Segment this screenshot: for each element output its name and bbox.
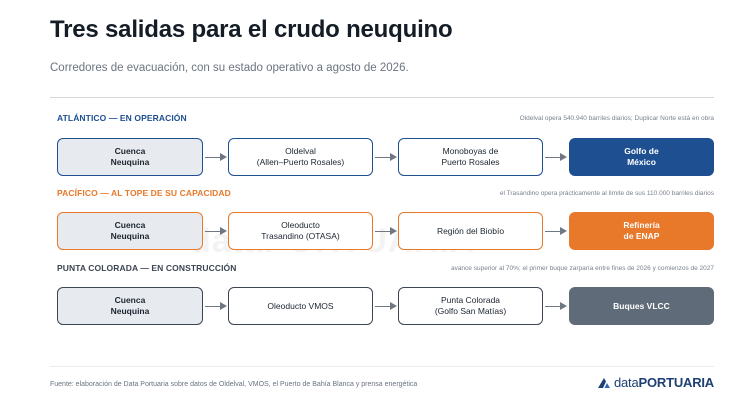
page-subtitle: Corredores de evacuación, con su estado … [50,62,409,74]
arrow-connector [205,152,227,162]
arrow-connector [545,301,567,311]
page-title: Tres salidas para el crudo neuquino [50,16,453,43]
arrow-connector [545,152,567,162]
row-note-punta-colorada: avance superior al 70%; el primer buque … [450,265,714,272]
node-region-del-biobio: Región del Biobío [398,212,543,250]
arrow-connector [205,301,227,311]
logo-word-portuaria: PORTUARIA [638,375,715,390]
logo-word-data: data [614,375,639,390]
arrow-connector [545,226,567,236]
row-heading-punta-colorada: PUNTA COLORADA — EN CONSTRUCCIÓN [57,263,237,273]
node-buques-vlcc: Buques VLCC [569,287,714,325]
node-oleoducto-vmos: Oleoducto VMOS [228,287,373,325]
logo-wordmark: dataPORTUARIA [614,375,714,390]
node-oleoducto-trasandino: Oleoducto Trasandino (OTASA) [228,212,373,250]
node-cuenca-neuquina-pacifico: Cuenca Neuquina [57,212,203,250]
data-portuaria-logo: dataPORTUARIA [597,375,714,390]
divider [50,97,714,98]
node-cuenca-neuquina-punta-colorada: Cuenca Neuquina [57,287,203,325]
row-note-pacifico: el Trasandino opera prácticamente al lím… [499,190,714,197]
node-golfo-de-mexico: Golfo de México [569,138,714,176]
node-punta-colorada: Punta Colorada (Golfo San Matías) [398,287,543,325]
arrow-connector [205,226,227,236]
row-note-atlantico: Oldelval opera 540.940 barriles diarios;… [519,115,714,122]
node-monoboyas-puerto-rosales: Monoboyas de Puerto Rosales [398,138,543,176]
divider [50,366,714,367]
data-portuaria-logo-icon [598,377,610,388]
source-footnote: Fuente: elaboración de Data Portuaria so… [50,381,418,388]
node-refineria-enap: Refinería de ENAP [569,212,714,250]
arrow-connector [375,301,397,311]
row-heading-pacifico: PACÍFICO — AL TOPE DE SU CAPACIDAD [57,188,231,198]
node-oldelval: Oldelval (Allen–Puerto Rosales) [228,138,373,176]
node-cuenca-neuquina-atlantico: Cuenca Neuquina [57,138,203,176]
arrow-connector [375,226,397,236]
arrow-connector [375,152,397,162]
row-heading-atlantico: ATLÁNTICO — EN OPERACIÓN [57,113,187,123]
